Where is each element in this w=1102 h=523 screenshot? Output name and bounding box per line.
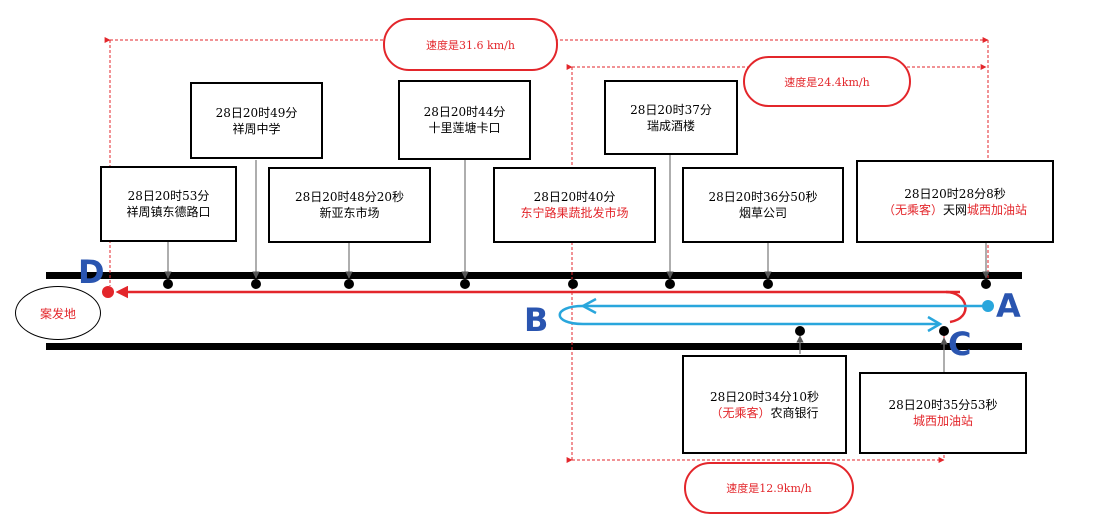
road-bottom-edge bbox=[46, 343, 1022, 350]
route-nodes bbox=[163, 279, 991, 336]
box-xinya: 28日20时48分20秒新亚东市场 bbox=[268, 167, 431, 243]
point-label-c: C bbox=[948, 325, 972, 363]
point-label-a: A bbox=[996, 287, 1021, 325]
box-connectors bbox=[164, 154, 990, 372]
point-d-node bbox=[102, 286, 114, 298]
speed-top-label: 速度是31.6 km/h bbox=[383, 18, 558, 71]
box-dongning: 28日20时40分东宁路果蔬批发市场 bbox=[493, 167, 656, 243]
speed-right-label: 速度是24.4km/h bbox=[743, 56, 911, 107]
speed-bottom-label: 速度是12.9km/h bbox=[684, 462, 854, 514]
box-xiangzhou-school: 28日20时49分祥周中学 bbox=[190, 82, 323, 159]
box-nongshang: 28日20时34分10秒 （无乘客）农商银行 bbox=[682, 355, 847, 454]
road-top-edge bbox=[46, 272, 1022, 279]
box-tianwang: 28日20时28分8秒 （无乘客）天网城西加油站 bbox=[856, 160, 1054, 243]
blue-route bbox=[558, 297, 988, 333]
point-a-node bbox=[982, 300, 994, 312]
box-yancao: 28日20时36分50秒烟草公司 bbox=[682, 167, 844, 243]
box-shili-liantang: 28日20时44分十里莲塘卡口 bbox=[398, 80, 531, 160]
point-label-d: D bbox=[78, 253, 105, 291]
box-ruicheng: 28日20时37分瑞成酒楼 bbox=[604, 80, 738, 155]
point-label-b: B bbox=[524, 301, 549, 339]
box-chengxi: 28日20时35分53秒城西加油站 bbox=[859, 372, 1027, 454]
crime-scene-origin: 案发地 bbox=[15, 286, 101, 340]
box-xiangzhou-dongde: 28日20时53分祥周镇东德路口 bbox=[100, 166, 237, 242]
